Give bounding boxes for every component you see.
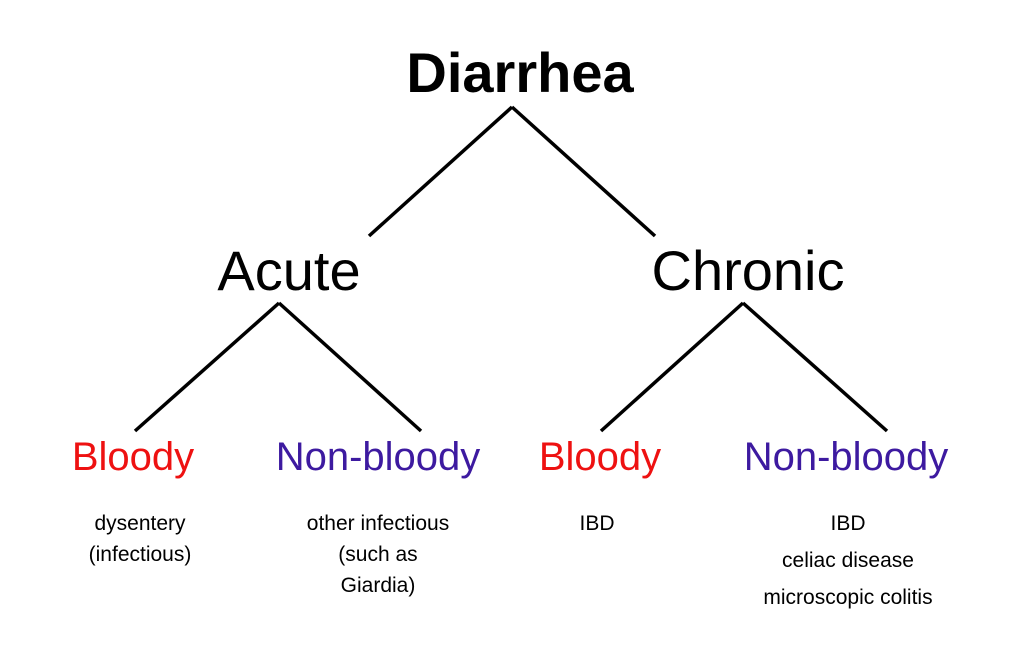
note-acute-bloody: dysentery (infectious) (89, 508, 192, 570)
note-line: celiac disease (782, 549, 914, 572)
note-line: microscopic colitis (763, 586, 933, 609)
note-line: (such as (338, 543, 418, 566)
node-chronic: Chronic (651, 239, 845, 302)
note-line: Giardia) (340, 574, 416, 597)
node-chronic-non-bloody: Non-bloody (743, 435, 949, 479)
note-line: dysentery (94, 512, 186, 535)
node-chronic-bloody: Bloody (538, 435, 662, 479)
node-acute: Acute (217, 239, 361, 302)
edge-acute-to-non-bloody (277, 301, 423, 433)
node-acute-non-bloody: Non-bloody (275, 435, 481, 479)
note-line: IBD (579, 512, 615, 535)
note-chronic-non-bloody: IBD celiac disease microscopic colitis (763, 505, 932, 616)
note-acute-non-bloody: other infectious (such as Giardia) (307, 508, 449, 601)
root-node-diarrhea: Diarrhea (406, 41, 634, 104)
note-line: (infectious) (88, 543, 192, 566)
note-line: IBD (830, 512, 866, 535)
note-chronic-bloody: IBD (579, 508, 614, 539)
edge-acute-to-bloody (133, 301, 281, 433)
edge-root-to-acute (367, 105, 514, 238)
edge-chronic-to-non-bloody (741, 301, 889, 433)
node-acute-bloody: Bloody (71, 435, 195, 479)
edge-chronic-to-bloody (599, 301, 745, 433)
note-line: other infectious (306, 512, 450, 535)
edge-root-to-chronic (510, 105, 657, 238)
